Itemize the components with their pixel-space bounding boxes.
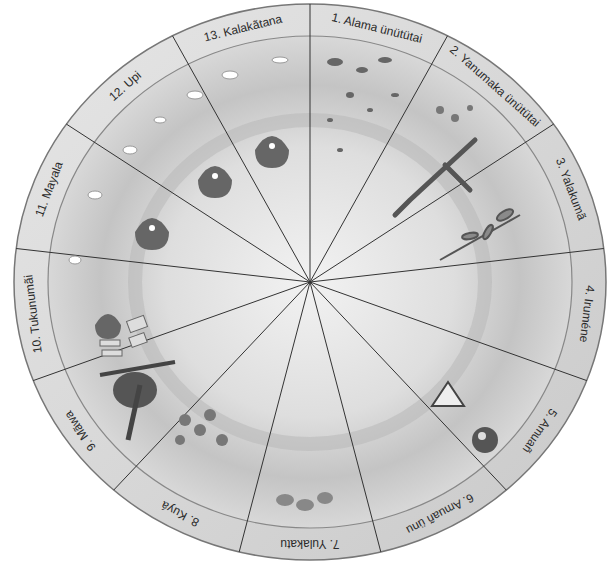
clouds xyxy=(69,57,288,264)
stones xyxy=(327,57,399,152)
pot-highlights xyxy=(149,143,275,231)
hunter-figure xyxy=(100,362,175,440)
flowers xyxy=(175,409,228,446)
stick xyxy=(395,140,475,215)
month-dividers xyxy=(16,4,604,552)
month-label: 7. Yulakatu xyxy=(280,538,339,550)
baskets xyxy=(100,315,148,356)
outer-rim xyxy=(14,4,606,560)
fruit xyxy=(472,427,498,453)
tubers xyxy=(276,492,333,511)
seeds xyxy=(436,105,473,122)
pots xyxy=(95,136,289,339)
triangle-mark xyxy=(432,382,464,406)
plant xyxy=(440,207,520,260)
